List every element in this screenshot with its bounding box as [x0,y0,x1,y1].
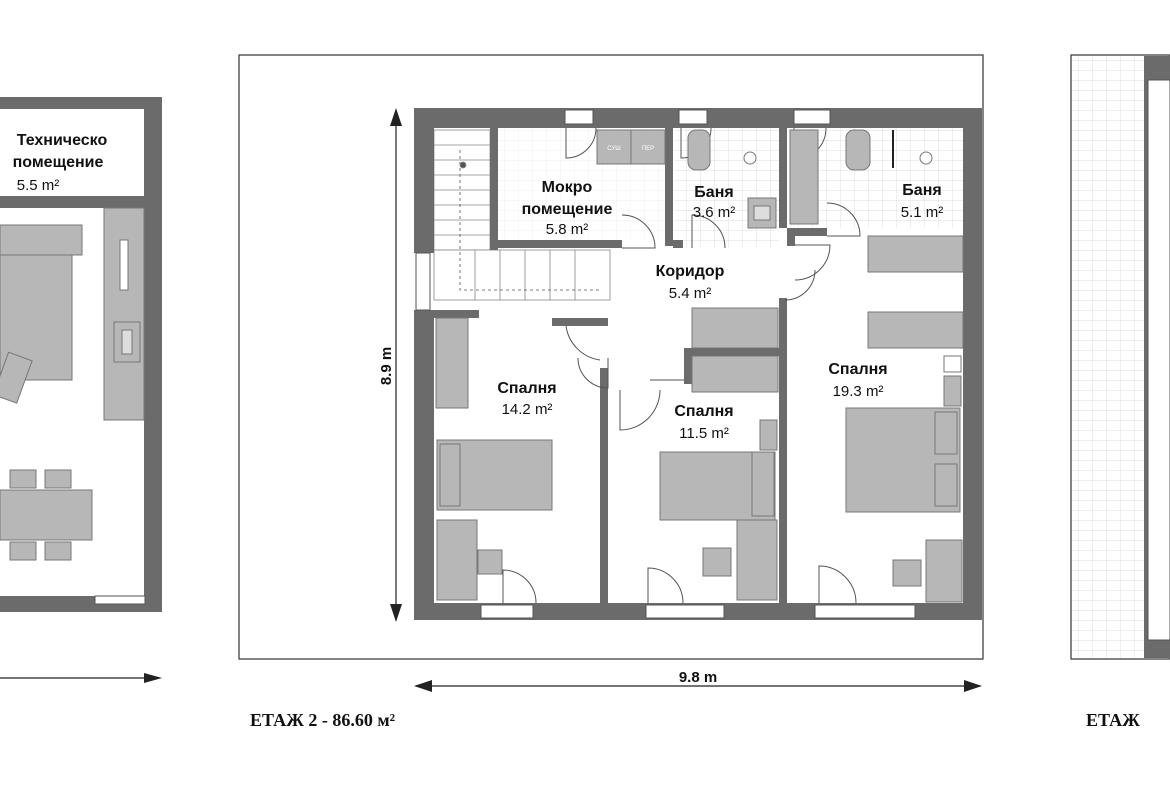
dining-table [0,489,93,541]
room-area: 5.8 m² [546,221,589,238]
desk [925,539,963,603]
room-area: 5.5 m² [17,177,60,194]
chair [702,547,732,577]
room-area: 5.4 m² [669,285,712,302]
right-window [1147,79,1170,641]
toilet [845,129,871,171]
room-name: Спалня [674,403,733,420]
room-name: Спалня [828,361,887,378]
dining-chair [9,541,37,561]
room-bed3: Спалня 19.3 m² [828,361,887,400]
dining-chair [9,469,37,489]
room-bath2: Баня 5.1 m² [901,182,944,221]
appliance-labels: СУШ ПЕР [607,146,654,152]
staircase [433,129,611,301]
room-name: помещение [13,154,104,171]
dryer-label: СУШ [607,146,620,152]
washer-label: ПЕР [642,146,654,152]
room-area: 11.5 m² [679,425,729,442]
shower-head [743,151,757,165]
floor-caption: ЕТАЖ 2 - 86.60 м² [250,710,396,730]
room-name: Спалня [497,380,556,397]
tv [119,239,129,291]
dining-chair [44,541,72,561]
wardrobe [867,235,964,273]
room-area: 5.1 m² [901,204,944,221]
left-floor-plan: Техническо помещение 5.5 m² [0,97,162,683]
desk [436,519,478,601]
wardrobe [691,355,779,393]
dimension-height: 8.9 m [378,108,402,622]
width-dimension-label: 9.8 m [679,669,717,686]
washer [630,129,666,165]
chair [892,559,922,587]
room-area: 19.3 m² [833,383,884,400]
wardrobe [435,317,469,409]
dining-chair [44,469,72,489]
room-name: Баня [902,182,941,199]
shower-head [919,151,933,165]
sofa [0,254,73,381]
room-wet: Мокро помещение 5.8 m² [522,179,613,238]
toilet [687,129,711,171]
room-name: помещение [522,201,613,218]
left-dimension-line [0,673,162,683]
room-name: Коридор [656,263,725,280]
desk [736,519,778,601]
room-name: Мокро [542,179,593,196]
dimension-width: 9.8 m [414,669,982,692]
room-bed1: Спалня 14.2 m² [497,380,556,418]
terrace-tiles [1072,56,1144,658]
room-area: 14.2 m² [502,401,553,418]
wardrobe [867,311,964,349]
sofa-back [0,224,83,256]
windows [415,109,916,619]
left-walls [0,97,162,612]
nightstand [759,419,778,451]
plan-frame [238,54,984,660]
chair [477,549,503,575]
room-bed2: Спалня 11.5 m² [674,403,733,442]
nightstand [943,375,962,407]
height-dimension-label: 8.9 m [378,347,395,385]
center-furniture [435,129,964,603]
dryer [596,129,632,165]
armchair [0,351,33,404]
left-window [94,595,146,605]
center-floor-plan: СУШ ПЕР Мокро помещение 5.8 m² Баня 3.6 … [238,54,984,692]
room-name: Баня [694,184,733,201]
room-corridor: Коридор 5.4 m² [656,263,725,302]
left-furniture [0,207,145,561]
bath2-counter [789,129,819,225]
left-room-label: Техническо помещение 5.5 m² [13,132,108,194]
room-name: Техническо [17,132,108,149]
right-floor-plan [1070,54,1170,660]
right-floor-caption: ЕТАЖ [1086,710,1140,730]
center-room-labels: Мокро помещение 5.8 m² Баня 3.6 m² Баня … [497,179,943,442]
room-bath1: Баня 3.6 m² [693,184,736,221]
wardrobe [691,307,779,349]
room-area: 3.6 m² [693,204,736,221]
